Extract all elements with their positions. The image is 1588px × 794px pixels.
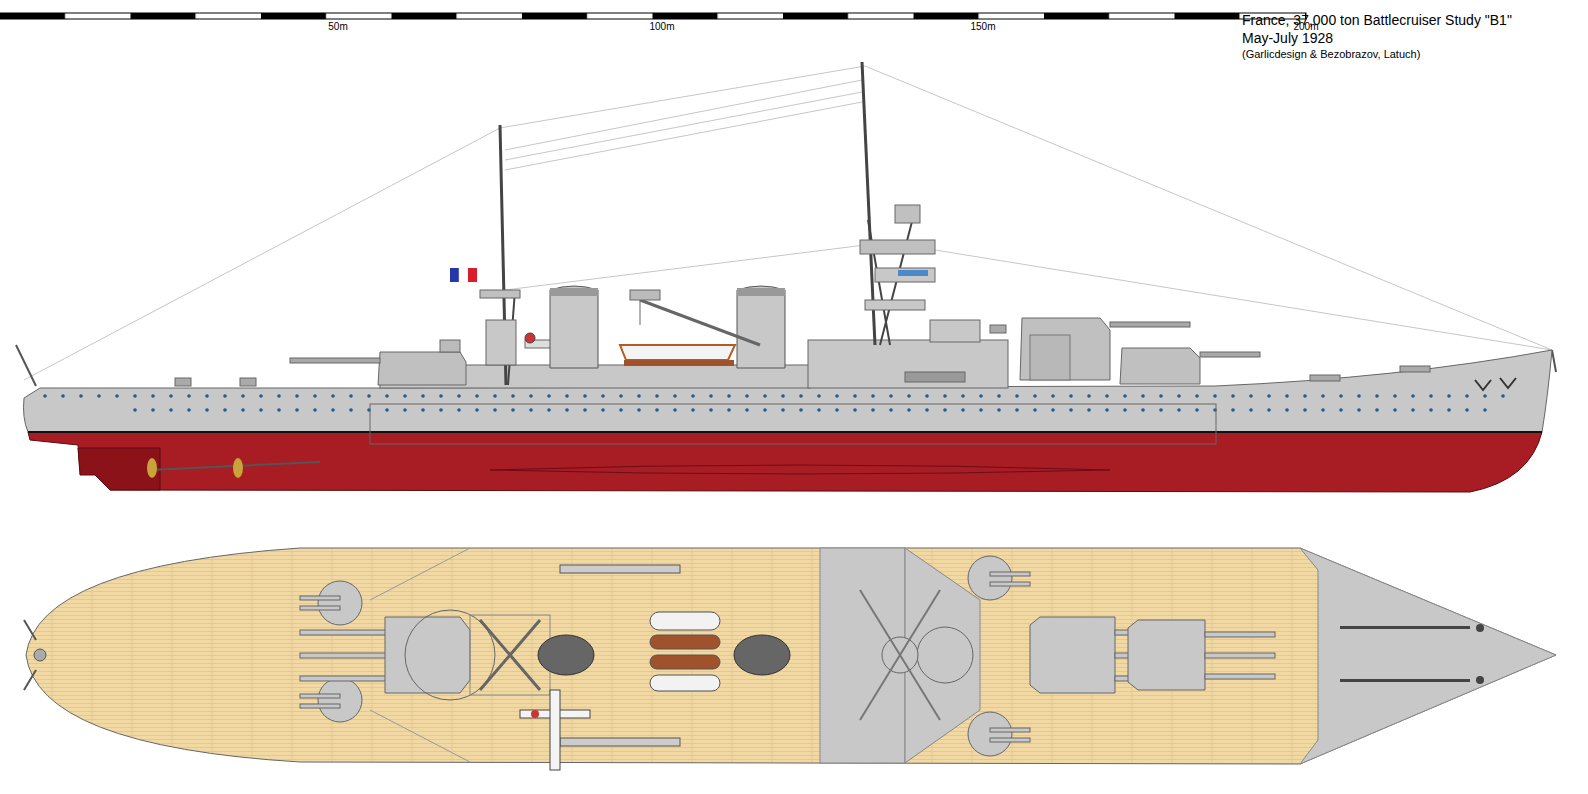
scale-label: 100m — [649, 21, 674, 33]
scale-label: 50m — [328, 21, 347, 33]
drawing-date: May-July 1928 — [1242, 30, 1333, 46]
scale-label: 200m — [1293, 21, 1318, 33]
drawing-credits: (Garlicdesign & Bezobrazov, Latuch) — [1242, 48, 1420, 61]
scale-label: 150m — [970, 21, 995, 33]
drawing-title: France, 37,000 ton Battlecruiser Study "… — [1242, 12, 1512, 28]
